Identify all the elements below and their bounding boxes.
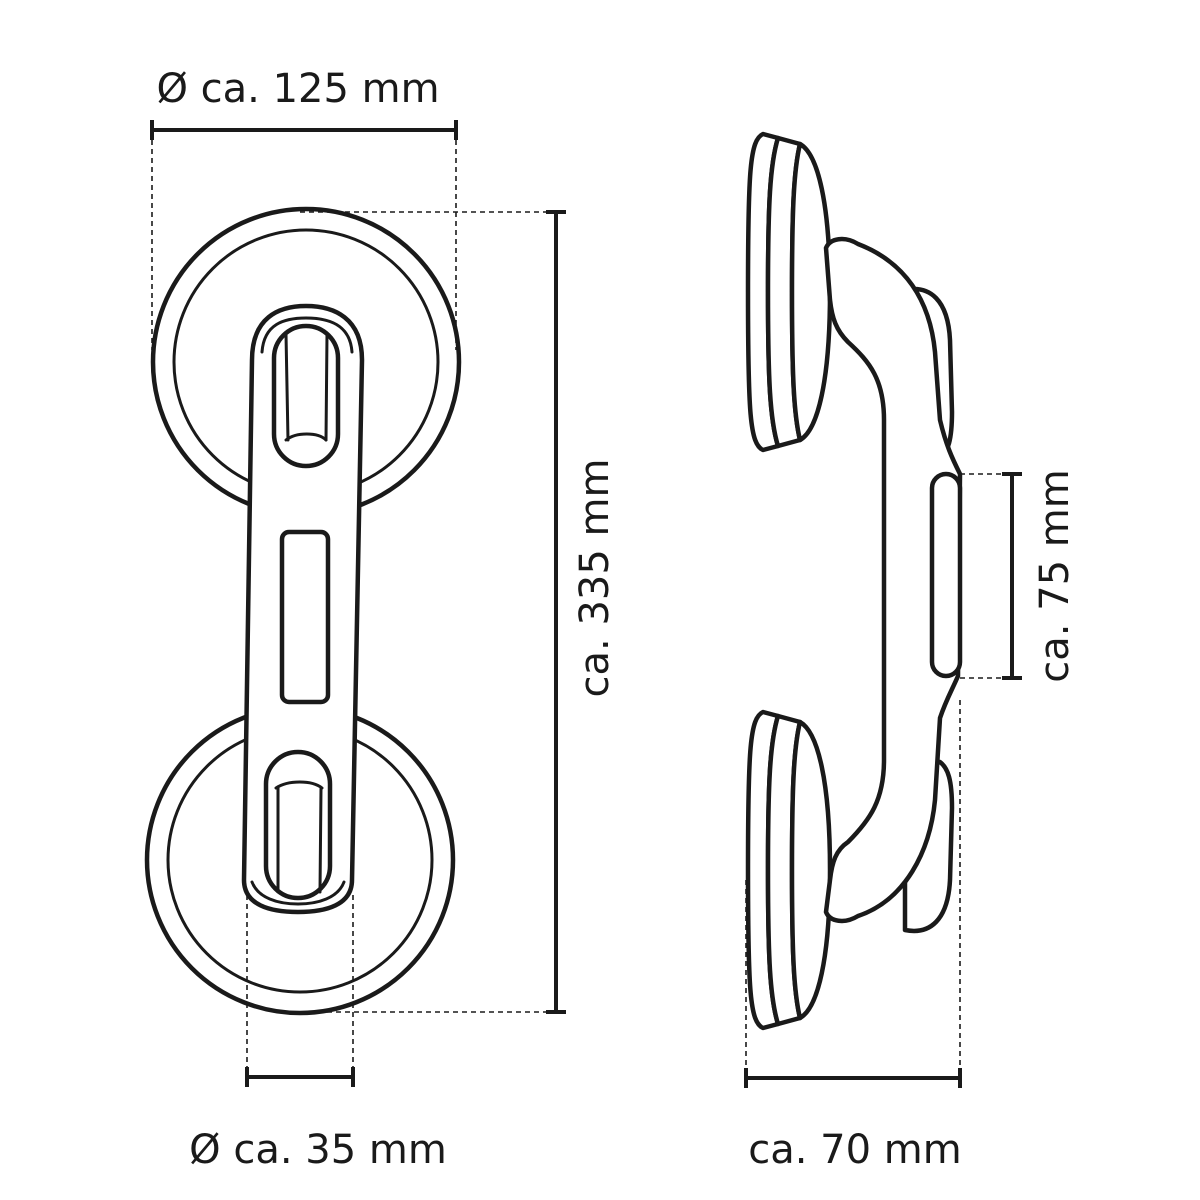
- suction-diameter-dimension: Ø ca. 125 mm: [150, 66, 458, 350]
- grip-diameter-label: Ø ca. 35 mm: [189, 1127, 447, 1173]
- total-length-label: ca. 335 mm: [572, 459, 618, 698]
- suction-diameter-label: Ø ca. 125 mm: [156, 66, 439, 112]
- bottom-lever: [263, 749, 333, 901]
- grip-window: [279, 529, 331, 705]
- side-top-suction-cup: [745, 131, 833, 453]
- grip-section-dimension: ca. 75 mm: [960, 469, 1078, 683]
- grip-section: [929, 471, 963, 679]
- grip-section-label: ca. 75 mm: [1032, 469, 1078, 682]
- front-view: Ø ca. 125 mm ca. 335 mm Ø ca. 35 mm: [144, 66, 618, 1173]
- side-bottom-suction-cup: [745, 709, 833, 1031]
- depth-dimension: ca. 70 mm: [744, 700, 962, 1173]
- total-length-dimension: ca. 335 mm: [300, 210, 618, 1014]
- grip-diameter-dimension: Ø ca. 35 mm: [189, 895, 447, 1173]
- side-view: ca. 75 mm ca. 70 mm: [744, 131, 1078, 1173]
- top-lever: [271, 323, 341, 469]
- depth-label: ca. 70 mm: [748, 1127, 961, 1173]
- side-handle-body: [823, 236, 963, 924]
